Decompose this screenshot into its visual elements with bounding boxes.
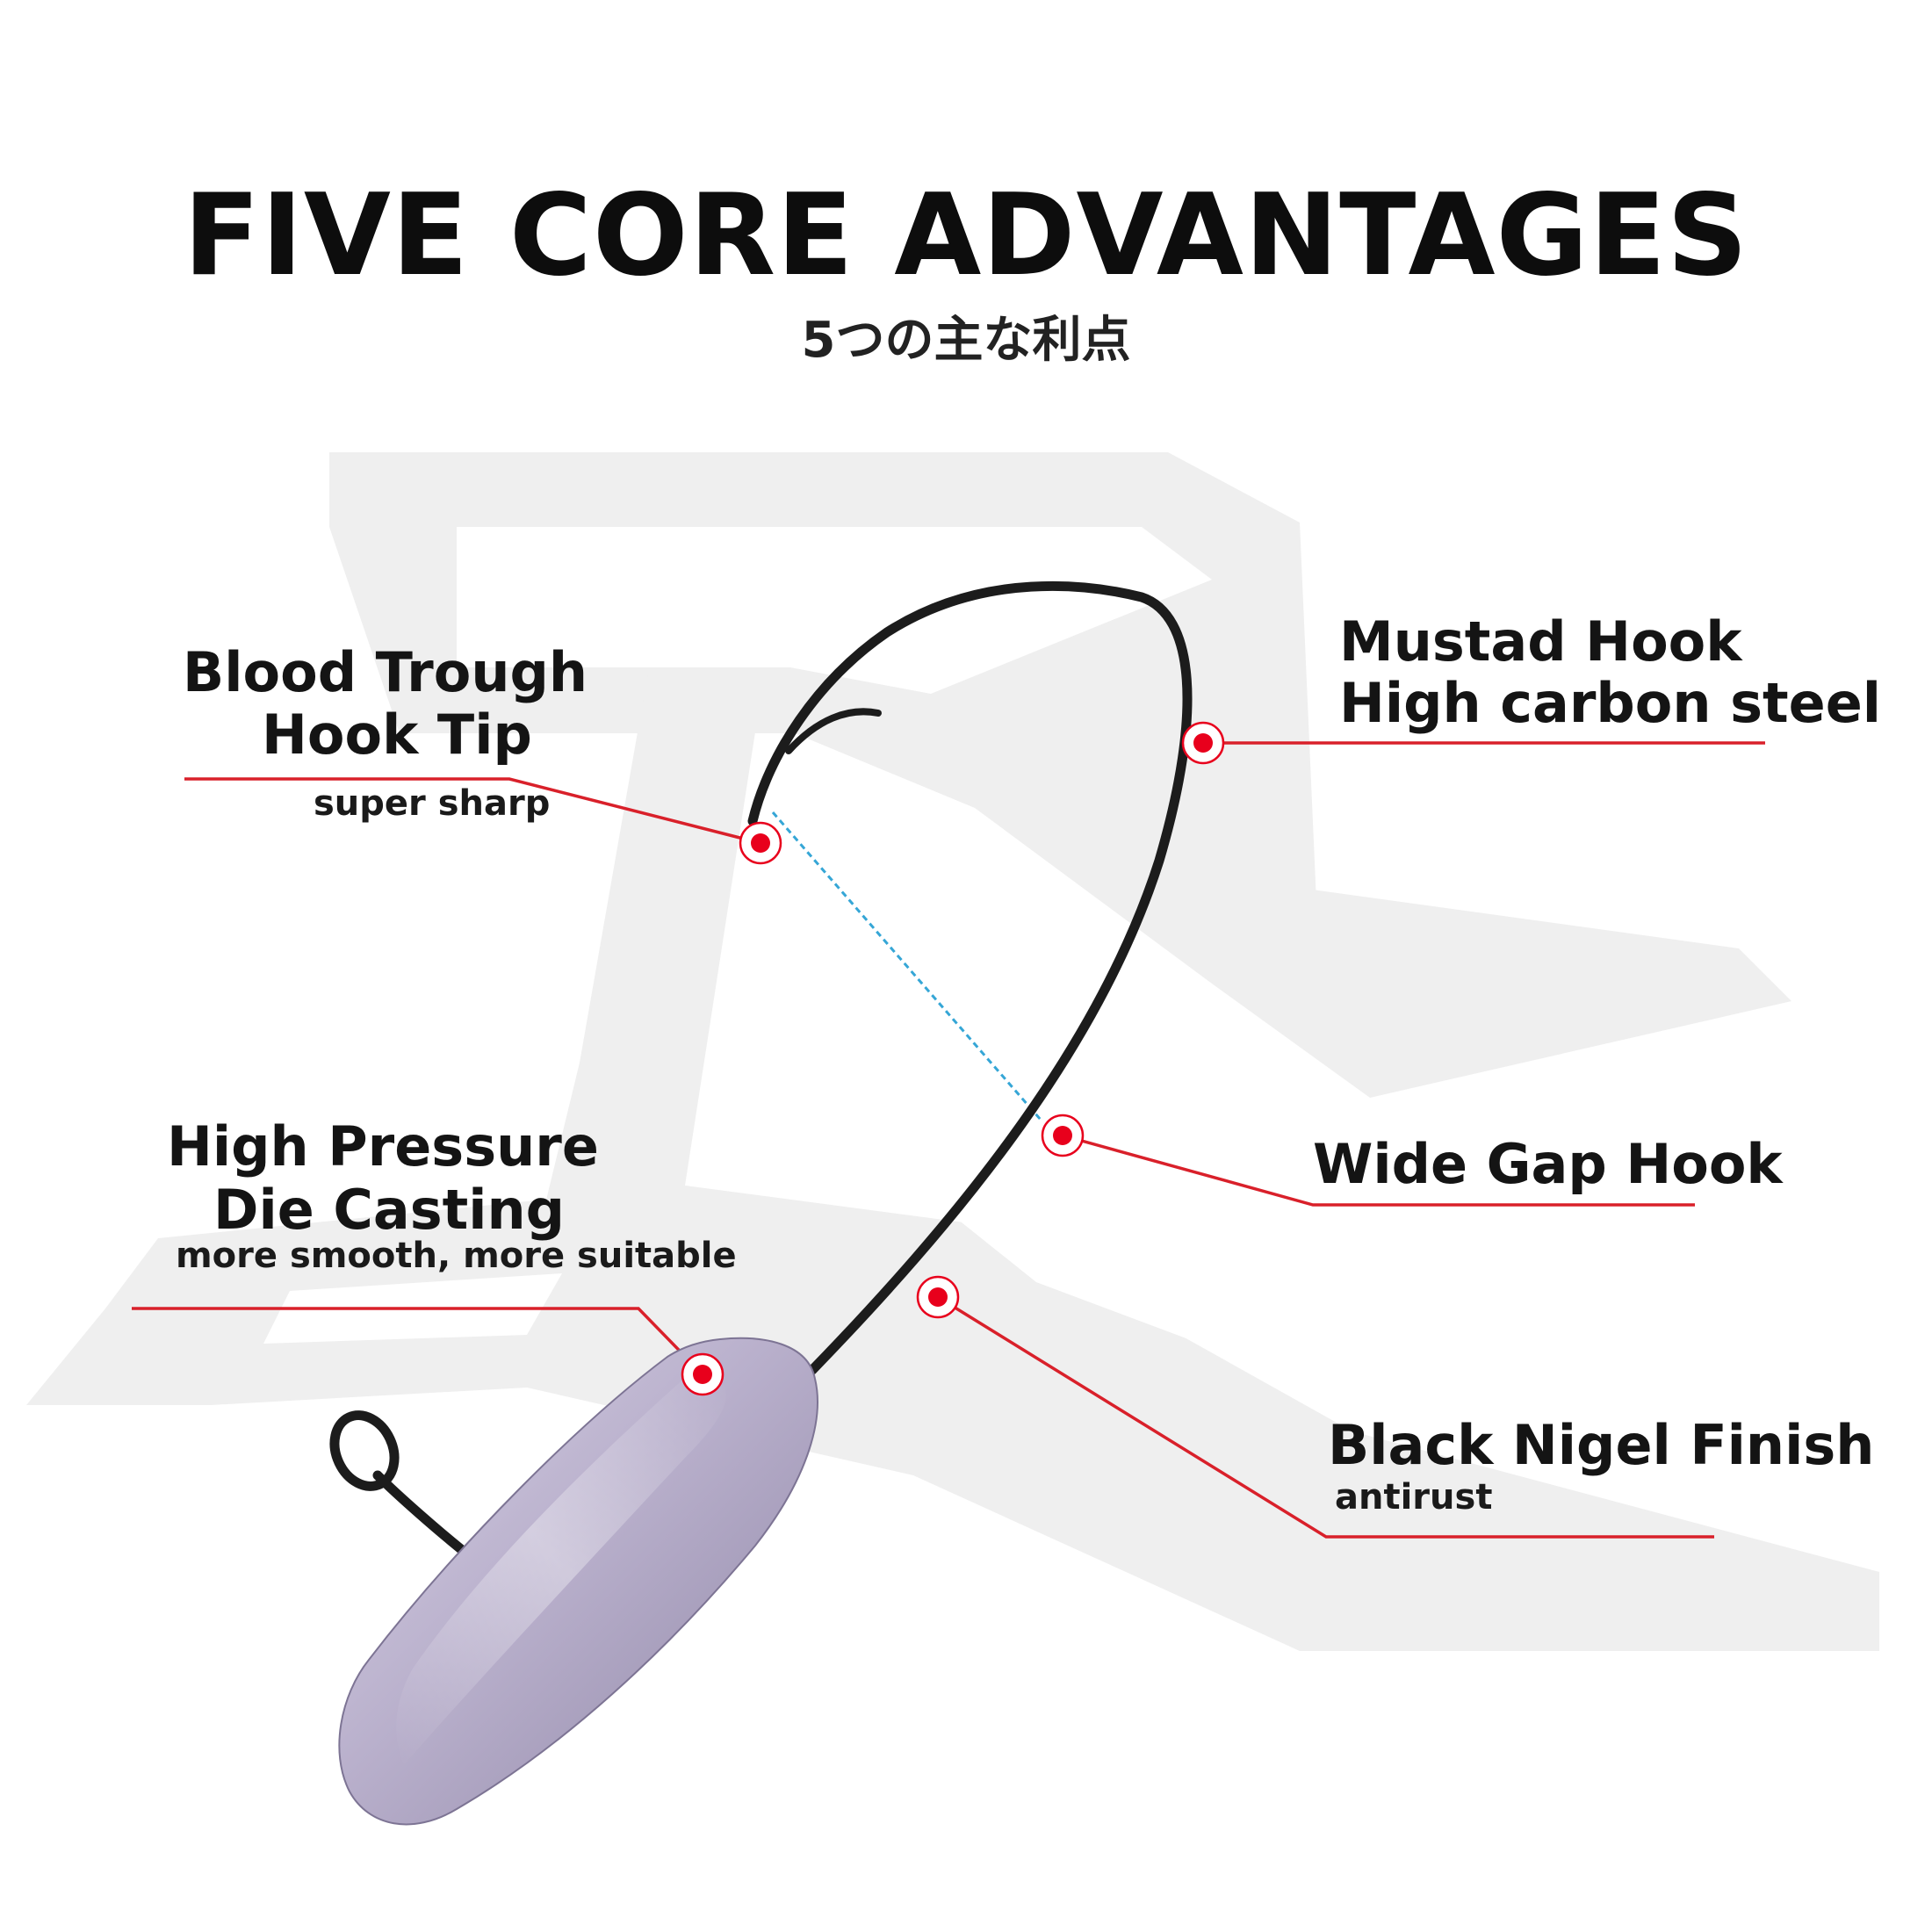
callout-finish-note: antirust — [1335, 1477, 1493, 1517]
callout-finish-line1: Black Nigel Finish — [1328, 1413, 1875, 1477]
hook-barb — [785, 708, 882, 754]
target-dot-icon — [681, 1352, 724, 1396]
gap-measure-line — [771, 811, 1042, 1121]
callout-die-casting-line2: Die Casting — [213, 1178, 566, 1242]
callout-mustad-line2: High carbon steel — [1339, 671, 1882, 735]
callout-line-wide-gap — [1062, 1134, 1695, 1207]
callout-line-finish — [937, 1295, 1714, 1539]
jig-weight — [338, 1337, 818, 1826]
target-dot-icon — [1041, 1114, 1085, 1157]
watermark-cutouts — [263, 527, 1317, 1388]
callout-lines — [132, 741, 1765, 1539]
markers — [681, 721, 1225, 1396]
page-subtitle: 5つの主な利点 — [801, 312, 1131, 369]
target-dot-icon — [1181, 721, 1225, 765]
page-title: FIVE CORE ADVANTAGES — [183, 170, 1749, 301]
callout-die-casting-note: more smooth, more suitable — [176, 1236, 737, 1276]
callout-blood-trough-note: super sharp — [314, 783, 551, 824]
callout-mustad-line1: Mustad Hook — [1339, 609, 1742, 674]
target-dot-icon — [916, 1275, 960, 1319]
hook-shank — [747, 580, 1193, 1375]
callout-wide-gap-line1: Wide Gap Hook — [1313, 1132, 1783, 1196]
target-dot-icon — [739, 821, 782, 865]
hook-eye — [329, 1410, 400, 1491]
callout-blood-trough-line1: Blood Trough — [183, 640, 588, 704]
callout-line-blood-trough — [184, 777, 761, 845]
callout-blood-trough-line2: Hook Tip — [262, 703, 532, 767]
callout-die-casting-line1: High Pressure — [167, 1114, 599, 1179]
